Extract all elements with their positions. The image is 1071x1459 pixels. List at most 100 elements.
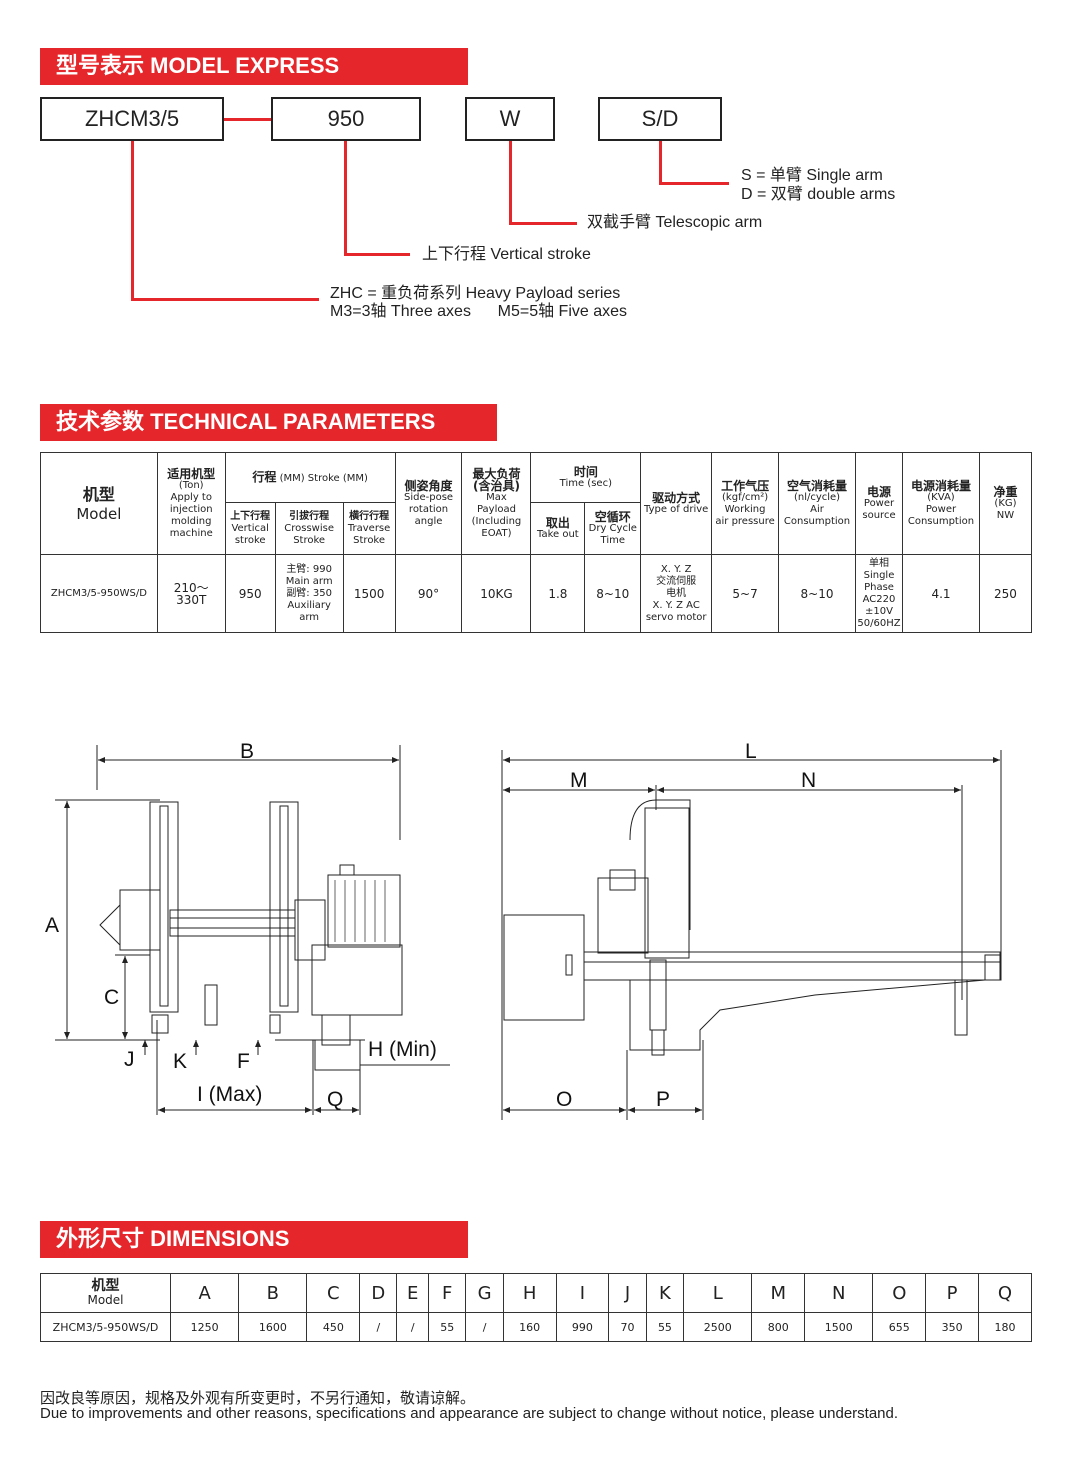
dim-model-value: ZHCM3/5-950WS/D (40, 1312, 171, 1342)
dimensions-header: 外形尺寸 DIMENSIONS (40, 1221, 468, 1258)
dim-label-q: Q (327, 1088, 343, 1111)
dim-val-c: 450 (306, 1312, 361, 1342)
th-air-consumption: 空气消耗量(nl/cycle) Air Consumption (778, 452, 857, 555)
td-traverse: 1500 (342, 554, 396, 633)
dim-val-d: / (359, 1312, 398, 1342)
dim-val-o: 655 (872, 1312, 927, 1342)
dim-val-q: 180 (978, 1312, 1032, 1342)
dim-label-i: I (Max) (197, 1083, 262, 1106)
notice-cn: 因改良等原因，规格及外观有所变更时，不另行通知，敬请谅解。 (40, 1390, 476, 1407)
dim-val-p: 350 (925, 1312, 980, 1342)
model-box-arm-count: S/D (598, 97, 722, 141)
th-stroke: 行程 (MM) Stroke (MM) (224, 452, 396, 503)
connector-line (344, 141, 347, 256)
technical-header: 技术参数 TECHNICAL PARAMETERS (40, 404, 497, 441)
dim-label-p: P (656, 1088, 670, 1111)
td-takeout: 1.8 (530, 554, 586, 633)
dim-col-k: K (645, 1273, 685, 1313)
dim-col-l: L (683, 1273, 753, 1313)
dim-col-j: J (608, 1273, 647, 1313)
model-box-series: ZHCM3/5 (40, 97, 224, 141)
connector-line (131, 298, 319, 301)
connector-line (131, 141, 134, 301)
td-power-consumption: 4.1 (902, 554, 980, 633)
connector-line (509, 222, 577, 225)
td-angle: 90° (394, 554, 463, 633)
td-vertical: 950 (224, 554, 276, 633)
dim-col-p: P (925, 1273, 980, 1313)
connector-line (344, 253, 410, 256)
td-payload: 10KG (461, 554, 532, 633)
vertical-stroke-text: 上下行程 Vertical stroke (422, 246, 591, 263)
dim-label-k: K (173, 1050, 187, 1073)
connector-line (659, 182, 729, 185)
dim-col-b: B (238, 1273, 308, 1313)
dim-col-e: E (396, 1273, 429, 1313)
dim-col-i: I (555, 1273, 610, 1313)
dim-val-a: 1250 (169, 1312, 240, 1342)
connector-line (224, 118, 271, 121)
arm-double-text: D = 双臂 double arms (741, 186, 896, 203)
td-dry-cycle: 8~10 (584, 554, 642, 633)
dim-val-m: 800 (751, 1312, 806, 1342)
axes-text: M3=3轴 Three axes M5=5轴 Five axes (330, 303, 628, 320)
notice-en: Due to improvements and other reasons, s… (40, 1405, 899, 1422)
td-crosswise: 主臂: 990 Main arm 副臂: 350 Auxiliary arm (274, 554, 344, 633)
dim-val-f: 55 (427, 1312, 467, 1342)
dim-val-g: / (465, 1312, 504, 1342)
dim-val-h: 160 (502, 1312, 557, 1342)
dim-col-n: N (804, 1273, 874, 1313)
dim-col-a: A (169, 1273, 240, 1313)
dim-val-i: 990 (555, 1312, 610, 1342)
dimensions-table: 机型 Model A B C D E F G H I J K L M N O P… (40, 1273, 1032, 1342)
dim-col-q: Q (978, 1273, 1032, 1313)
dim-label-a: A (45, 914, 59, 937)
dim-label-n: N (801, 769, 816, 792)
dim-val-n: 1500 (804, 1312, 874, 1342)
td-air-pressure: 5~7 (711, 554, 780, 633)
dim-val-l: 2500 (683, 1312, 753, 1342)
dim-col-h: H (502, 1273, 557, 1313)
td-air-consumption: 8~10 (778, 554, 857, 633)
dim-label-l: L (745, 740, 757, 763)
th-power-consumption: 电源消耗量(KVA) Power Consumption (902, 452, 980, 555)
th-payload: 最大负荷 (含治具)Max Payload (Including EOAT) (461, 452, 532, 555)
connector-line (659, 141, 662, 184)
td-model: ZHCM3/5-950WS/D (40, 554, 158, 633)
td-drive: X. Y. Z 交流伺服 电机 X. Y. Z AC servo motor (640, 554, 713, 633)
dim-label-b: B (240, 740, 254, 763)
th-nw: 净重(KG) NW (978, 452, 1033, 555)
th-apply: 适用机型(Ton) Apply to injection molding mac… (156, 452, 226, 555)
dim-model-header: 机型 Model (40, 1273, 171, 1313)
dim-label-h: H (Min) (368, 1038, 437, 1061)
dim-val-k: 55 (645, 1312, 685, 1342)
dim-col-f: F (427, 1273, 467, 1313)
dim-val-b: 1600 (238, 1312, 308, 1342)
dim-col-c: C (306, 1273, 361, 1313)
dim-label-c: C (104, 986, 119, 1009)
arm-single-text: S = 单臂 Single arm (741, 167, 883, 184)
model-express-header: 型号表示 MODEL EXPRESS (40, 48, 468, 85)
dim-col-m: M (751, 1273, 806, 1313)
dim-col-d: D (359, 1273, 398, 1313)
dim-col-o: O (872, 1273, 927, 1313)
connector-line (509, 141, 512, 225)
dim-label-f: F (237, 1050, 250, 1073)
telescopic-text: 双截手臂 Telescopic arm (587, 214, 763, 231)
dimension-drawing: B A C J K F H (Min) I (Max) Q L M N O P (45, 740, 1002, 1120)
series-text: ZHC = 重负荷系列 Heavy Payload series (330, 285, 621, 302)
td-power-source: 单相 Single Phase AC220 ±10V 50/60HZ (855, 554, 903, 633)
th-air-pressure: 工作气压(kgf/cm²) Working air pressure (711, 452, 780, 555)
model-box-stroke: 950 (271, 97, 421, 141)
